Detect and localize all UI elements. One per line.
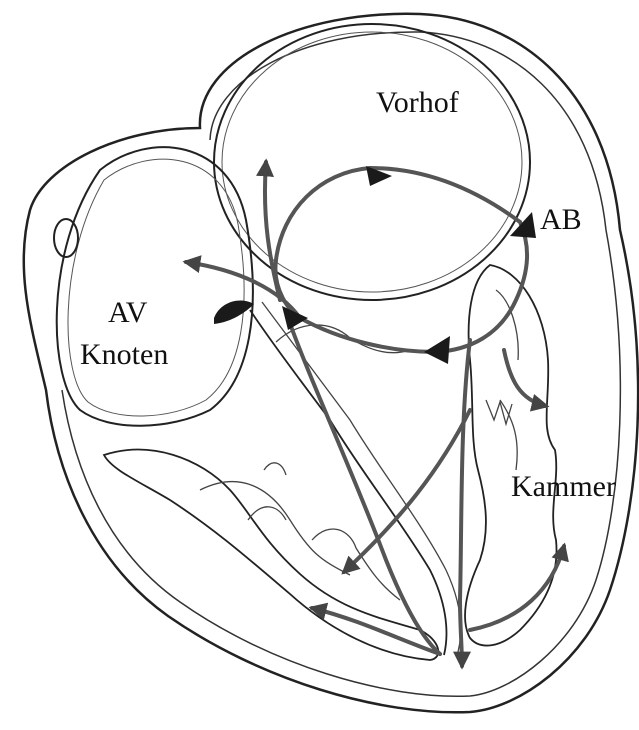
label-vorhof: Vorhof bbox=[376, 88, 459, 118]
av-node-mark bbox=[214, 300, 254, 324]
conduction-pathways bbox=[186, 162, 564, 666]
pulmonary-vein-opening bbox=[54, 219, 78, 257]
vorhof-chamber bbox=[214, 24, 530, 300]
label-knoten: Knoten bbox=[80, 340, 168, 370]
arrowhead-lower bbox=[424, 336, 450, 364]
septum bbox=[250, 310, 446, 655]
label-kammer: Kammer bbox=[511, 472, 616, 502]
pathway-to-left-ventricle bbox=[344, 410, 470, 572]
pathway-right-wall bbox=[504, 350, 546, 406]
label-av: AV bbox=[108, 298, 147, 328]
pathway-atrial-loop bbox=[275, 168, 520, 318]
left-ventricle-wall bbox=[104, 450, 438, 660]
label-ab: AB bbox=[540, 205, 582, 235]
